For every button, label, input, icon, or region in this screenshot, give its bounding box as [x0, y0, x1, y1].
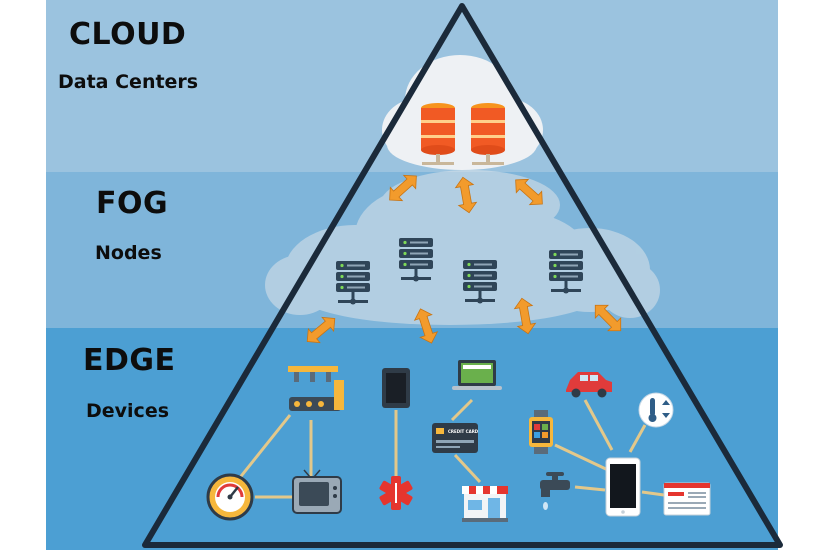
speedometer-icon [206, 473, 254, 521]
credit-card-icon: CREDIT CARD [432, 423, 479, 453]
thermometer-icon [638, 392, 674, 428]
water-tap-icon [540, 472, 570, 510]
factory-robot-arm-icon [288, 366, 344, 411]
shop-icon [462, 486, 508, 522]
smartwatch-icon [529, 410, 553, 454]
credit-card-label: CREDIT CARD [448, 429, 479, 434]
pyramid-outline [142, 3, 783, 548]
car-icon [566, 372, 612, 398]
cloud-layer-subtitle: Data Centers [58, 71, 199, 93]
laptop-icon [452, 360, 502, 390]
edge-layer-subtitle: Devices [86, 400, 170, 422]
smartphone-icon [605, 457, 641, 517]
medical-star-icon [379, 476, 413, 510]
edge-layer-band [46, 328, 778, 550]
fog-layer-subtitle: Nodes [95, 242, 162, 264]
monitor-icon [292, 469, 342, 514]
device-link-lines [236, 398, 665, 499]
tablet-icon [382, 368, 410, 408]
edge-layer-title: EDGE [83, 343, 176, 378]
cloud-layer-title: CLOUD [69, 17, 187, 52]
web-page-icon [663, 482, 711, 516]
fog-layer-title: FOG [96, 186, 169, 221]
